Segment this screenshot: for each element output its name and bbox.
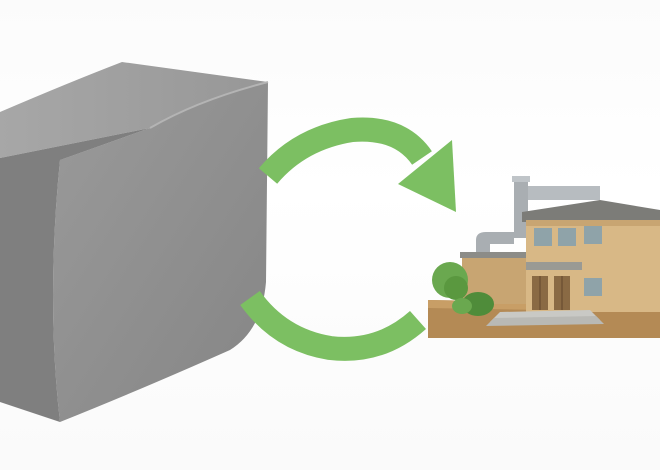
block-front-face bbox=[53, 82, 268, 422]
window bbox=[558, 228, 576, 246]
chimney-cap bbox=[512, 176, 530, 182]
tree-shade bbox=[444, 276, 468, 300]
concrete-block bbox=[0, 62, 269, 422]
window bbox=[584, 278, 602, 296]
block-edge-highlight bbox=[149, 81, 269, 129]
recycle-arrow-lower bbox=[240, 290, 426, 361]
top-pipe bbox=[528, 186, 600, 200]
block-top-face bbox=[0, 62, 268, 158]
annex-roof bbox=[460, 252, 532, 258]
arrow-lower-body bbox=[240, 290, 426, 361]
chimney-pipe bbox=[514, 178, 528, 238]
door-awning bbox=[526, 262, 582, 270]
block-left-face bbox=[0, 128, 150, 422]
window bbox=[584, 226, 602, 244]
factory-building bbox=[428, 176, 660, 338]
arrow-head-icon bbox=[398, 140, 456, 212]
main-wall-shade bbox=[526, 220, 660, 226]
side-pipe bbox=[476, 232, 514, 256]
window bbox=[534, 228, 552, 246]
main-roof bbox=[522, 200, 660, 222]
arrow-upper-body bbox=[258, 117, 432, 184]
recycle-arrow-upper bbox=[258, 117, 456, 212]
bush bbox=[452, 298, 472, 314]
